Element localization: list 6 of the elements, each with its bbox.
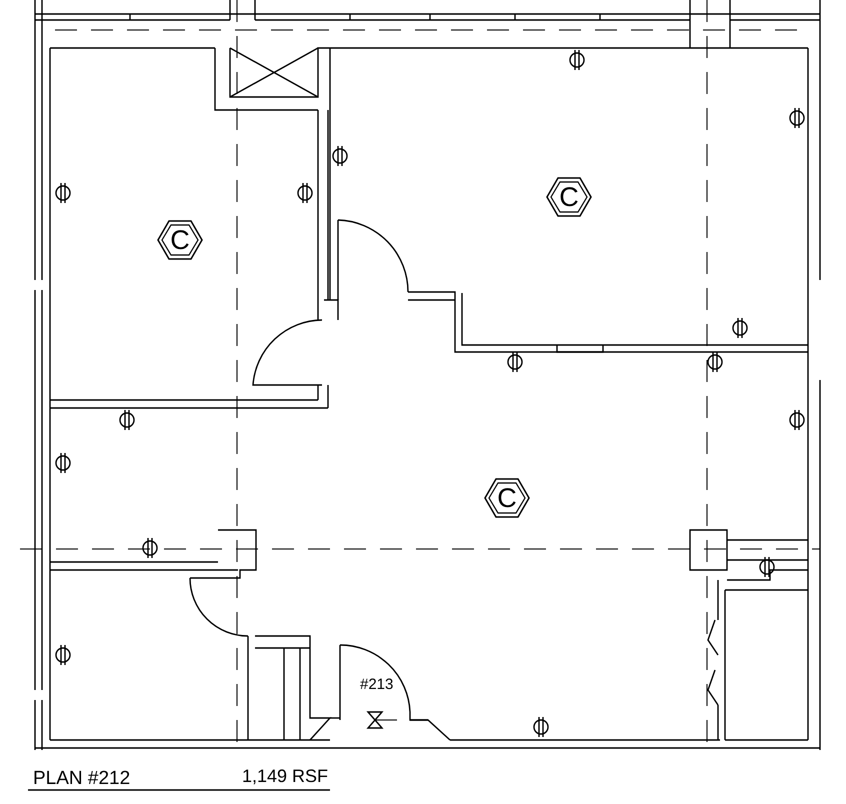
room-tag-letter: C <box>170 226 190 254</box>
door-number: #213 <box>360 676 394 693</box>
plan-label: 1,149 RSF <box>242 766 328 787</box>
plan-label: PLAN #212 <box>33 768 130 790</box>
room-tag-letter: C <box>559 184 579 210</box>
room-tag-letter: C <box>497 484 517 512</box>
